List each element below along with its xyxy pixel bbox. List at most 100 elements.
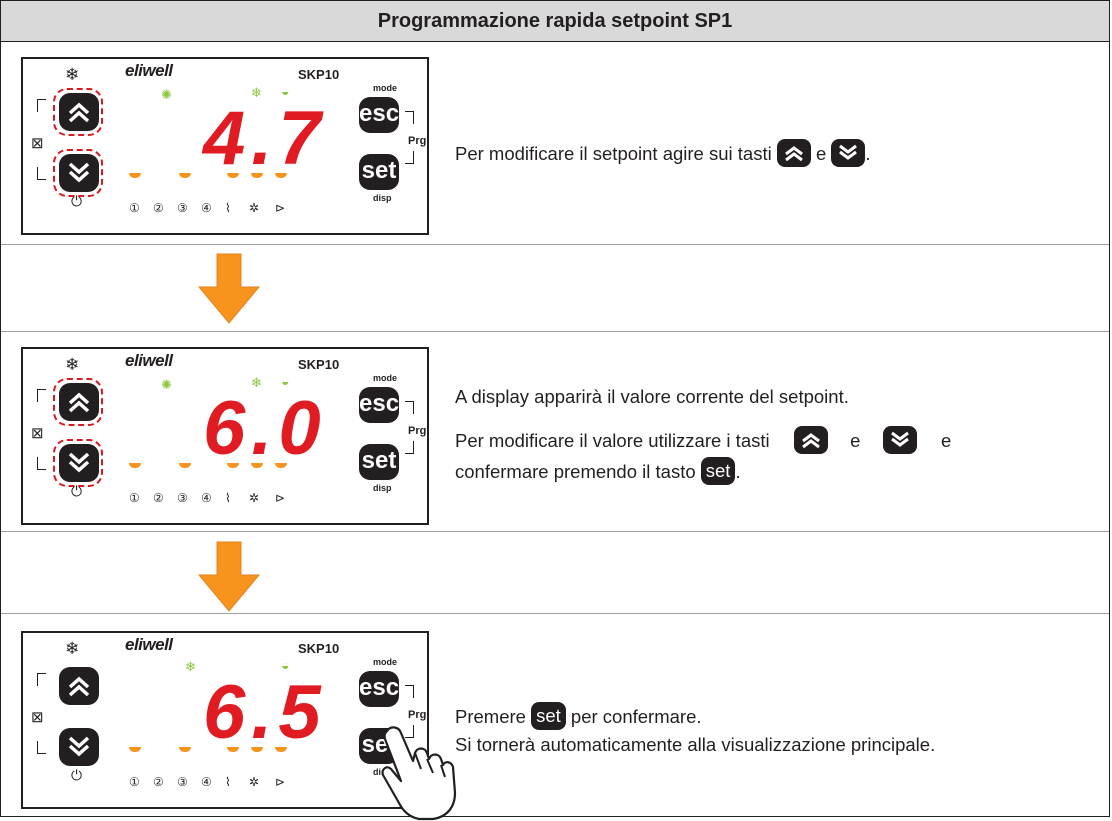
bracket — [405, 111, 414, 124]
bracket — [37, 99, 46, 112]
led — [227, 173, 239, 178]
set-key-icon: set — [531, 702, 566, 731]
step1-text: Per modificare il setpoint agire sui tas… — [455, 139, 871, 169]
snowflake-drip-icon: ❄ — [65, 639, 80, 658]
output-3-icon: ③ — [177, 201, 188, 215]
model-label: SKP10 — [298, 641, 340, 656]
led — [251, 463, 263, 468]
mode-label: mode — [373, 657, 398, 667]
pot-icon: ◒ — [281, 657, 290, 673]
controller-panel-step3: eliwell SKP10 ❄ ⊠ ⏻ ❄ ◒ 6.5 ① ② ③ ④ ⌇ ✲ — [21, 631, 429, 809]
led — [179, 747, 191, 752]
down-key[interactable] — [59, 728, 99, 766]
text-segment: Premere — [455, 706, 526, 727]
row-divider — [1, 613, 1109, 614]
heater-icon: ⌇ — [225, 201, 231, 215]
set-button[interactable]: set — [359, 154, 399, 190]
mode-label: mode — [373, 373, 398, 383]
chevron-down-icon — [68, 736, 90, 757]
prg-label: Prg — [408, 709, 427, 721]
brand-logo: eliwell — [125, 61, 173, 80]
led — [275, 747, 287, 752]
mode-label: mode — [373, 83, 398, 93]
row-divider — [1, 244, 1109, 245]
fan-icon: ✲ — [249, 491, 260, 505]
bracket — [37, 741, 46, 754]
snowflake-drip-icon: ❄ — [65, 355, 80, 374]
led — [227, 463, 239, 468]
up-key[interactable] — [59, 667, 99, 705]
compressor-icon: ⊳ — [275, 201, 286, 215]
text-segment: confermare premendo il tasto — [455, 461, 696, 482]
chevron-up-icon — [68, 676, 90, 697]
hot-icon: ⊠ — [31, 135, 44, 152]
output-3-icon: ③ — [177, 491, 188, 505]
output-1-icon: ① — [129, 201, 140, 215]
highlight-down-key — [53, 439, 103, 487]
display-value: 6.5 — [203, 670, 327, 755]
hot-icon: ⊠ — [31, 709, 44, 726]
set-button[interactable]: set — [359, 444, 399, 480]
esc-button[interactable]: esc — [359, 671, 399, 707]
led — [275, 463, 287, 468]
esc-button[interactable]: esc — [359, 387, 399, 423]
fan-icon: ✲ — [249, 201, 260, 215]
compressor-icon: ⊳ — [275, 775, 286, 789]
page-title: Programmazione rapida setpoint SP1 — [1, 1, 1109, 42]
chevron-down-icon — [68, 162, 90, 183]
bracket — [405, 441, 414, 454]
model-label: SKP10 — [298, 357, 340, 372]
output-2-icon: ② — [153, 775, 164, 789]
down-arrow-icon — [197, 253, 261, 324]
led — [251, 747, 263, 752]
chevron-up-icon — [68, 102, 90, 123]
set-key-icon: set — [700, 457, 736, 486]
display-value: 4.7 — [203, 96, 327, 181]
chevron-down-icon — [68, 452, 90, 473]
output-4-icon: ④ — [201, 775, 212, 789]
heater-icon: ⌇ — [225, 491, 231, 505]
prg-label: Prg — [408, 135, 427, 147]
up-key[interactable] — [59, 93, 99, 131]
text-segment: Per modificare il setpoint agire sui tas… — [455, 143, 772, 164]
output-2-icon: ② — [153, 491, 164, 505]
text-segment: . — [865, 143, 871, 164]
up-key[interactable] — [59, 383, 99, 421]
step2-line1: A display apparirà il valore corrente de… — [455, 386, 849, 407]
step3-line1: Premere set per confermare. — [455, 702, 702, 732]
text-segment: Per modificare il valore utilizzare i ta… — [455, 430, 770, 451]
led — [129, 463, 141, 468]
down-key[interactable] — [59, 444, 99, 482]
down-arrow-icon — [197, 541, 261, 612]
step2-line3: confermare premendo il tasto set. — [455, 457, 741, 487]
highlight-up-key — [53, 378, 103, 426]
bracket — [37, 673, 46, 686]
bracket — [37, 167, 46, 180]
display-value: 6.0 — [203, 386, 327, 471]
down-key-icon — [831, 139, 866, 168]
esc-button[interactable]: esc — [359, 97, 399, 133]
snowflake-icon: ❄ — [185, 659, 196, 674]
bracket — [405, 151, 414, 164]
compressor-icon: ⊳ — [275, 491, 286, 505]
fan-icon: ✲ — [249, 775, 260, 789]
led — [251, 173, 263, 178]
led — [179, 173, 191, 178]
power-icon: ⏻ — [71, 767, 83, 783]
controller-panel-step1: eliwell SKP10 ❄ ⊠ ⏻ ✺ ❄ ◒ 4.7 ① ② ③ ④ — [21, 57, 429, 235]
row-divider — [1, 331, 1109, 332]
highlight-down-key — [53, 149, 103, 197]
text-segment: e — [941, 430, 952, 451]
step3-line2: Si tornerà automaticamente alla visualiz… — [455, 734, 936, 755]
down-key[interactable] — [59, 154, 99, 192]
led — [227, 747, 239, 752]
pot-icon: ◒ — [281, 373, 290, 389]
text-segment: per confermare. — [570, 706, 702, 727]
highlight-up-key — [53, 88, 103, 136]
prg-label: Prg — [408, 425, 427, 437]
disp-label: disp — [373, 483, 392, 493]
power-icon: ⏻ — [71, 483, 83, 499]
disp-label: disp — [373, 193, 392, 203]
output-4-icon: ④ — [201, 491, 212, 505]
brand-logo: eliwell — [125, 635, 173, 654]
